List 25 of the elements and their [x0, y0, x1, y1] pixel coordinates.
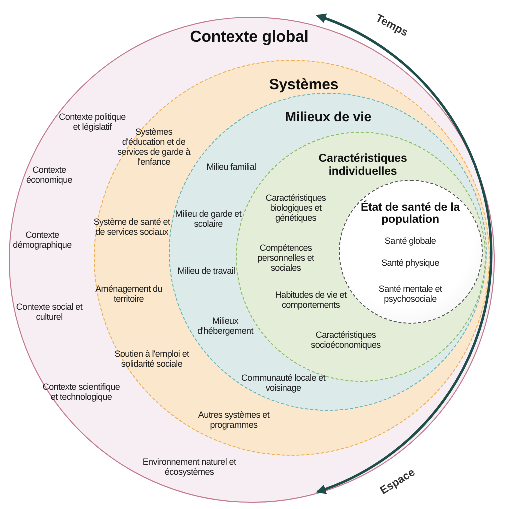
- factor-label: Contexte scientifique et technologique: [42, 381, 122, 402]
- factor-label: Soutien à l'emploi et solidarité sociale: [114, 348, 190, 370]
- factor-label: Environnement naturel et écosystèmes: [142, 456, 238, 477]
- layer-heading: Contexte global: [189, 28, 310, 46]
- factor-label: Santé mentale et psychosociale: [378, 283, 444, 304]
- factor-label: Santé physique: [380, 257, 440, 268]
- factor-label: Milieux d'hébergement: [196, 315, 255, 336]
- factor-label: Communauté locale et voisinage: [240, 372, 327, 393]
- factor-label: Habitudes de vie et comportements: [274, 290, 348, 310]
- factor-label: Milieu de travail: [176, 265, 236, 276]
- factor-label: Santé globale: [384, 235, 438, 246]
- layer-heading: Caractéristiques individuelles: [318, 153, 408, 179]
- factor-label: Aménagement du territoire: [94, 284, 164, 304]
- factor-label: Compétences personnelles et sociales: [256, 242, 316, 274]
- layer-heading: Milieux de vie: [284, 108, 373, 124]
- factor-label: Autres systèmes et programmes: [197, 410, 271, 430]
- factor-label: Système de santé et de services sociaux: [92, 216, 172, 238]
- factor-label: Contexte social et culturel: [15, 301, 84, 322]
- factor-label: Milieu familial: [206, 161, 258, 172]
- factor-label: Caractéristiques biologiques et génétiques: [264, 192, 328, 224]
- factor-label: Contexte démographique: [12, 229, 73, 250]
- layer-heading: Systèmes: [268, 78, 340, 94]
- factor-label: Caractéristiques socioéconomiques: [310, 330, 382, 350]
- layer-heading: État de santé de la population: [360, 202, 462, 228]
- factor-label: Contexte économique: [25, 164, 74, 185]
